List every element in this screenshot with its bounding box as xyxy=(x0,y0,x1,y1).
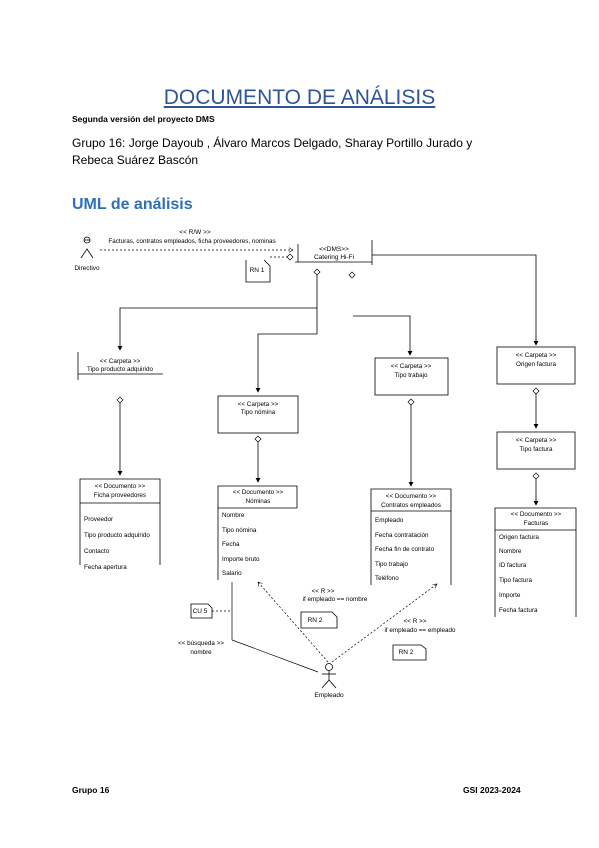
rw-connection: << R/W >> Facturas, contratos empleados,… xyxy=(100,229,293,250)
doc-nominas-attr: Tipo nómina xyxy=(222,527,257,534)
folder-tipo-nomina-stereotype: << Carpeta >> xyxy=(238,401,279,408)
doc-ficha-attr: Contacto xyxy=(84,548,110,555)
folder-tipo-trabajo-stereotype: << Carpeta >> xyxy=(391,363,432,370)
doc-ficha-name: Ficha proveedores xyxy=(94,492,146,499)
doc-facturas: << Documento >> Facturas Origen factura … xyxy=(494,507,577,617)
doc-nominas-attr: Nombre xyxy=(222,512,245,519)
note-rn1: RN 1 xyxy=(245,259,271,283)
authors-line-2: Rebeca Suárez Bascón xyxy=(72,153,199,167)
footer-left: Grupo 16 xyxy=(72,785,110,795)
actor-directivo-label: Directivo xyxy=(74,265,100,272)
folder-tipo-producto-name: Tipo producto adquirido xyxy=(87,366,153,373)
doc-ficha-stereotype: << Documento >> xyxy=(95,483,146,490)
doc-contratos-attr: Empleado xyxy=(375,517,404,524)
dms-system: <<DMS>> Catering Hi-Fi xyxy=(270,240,373,279)
doc-ficha-attr: Tipo producto adquirido xyxy=(84,532,150,539)
doc-facturas-attr: Nombre xyxy=(499,548,522,555)
folder-tipo-factura-stereotype: << Carpeta >> xyxy=(516,437,557,444)
doc-contratos-stereotype: << Documento >> xyxy=(386,493,437,500)
folder-tipo-trabajo-name: Tipo trabajo xyxy=(394,372,428,379)
folder-tipo-factura: << Carpeta >> Tipo factura xyxy=(496,431,576,506)
doc-facturas-attr: Origen factura xyxy=(499,534,539,541)
actor-empleado: Empleado xyxy=(314,663,344,699)
document-title: DOCUMENTO DE ANÁLISIS xyxy=(163,86,436,109)
doc-nominas-attr: Importe bruto xyxy=(222,556,260,563)
note-rn2-right-label: RN 2 xyxy=(399,649,414,656)
doc-contratos-attr: Fecha fin de contrato xyxy=(375,546,435,553)
doc-nominas-attr: Salario xyxy=(222,570,242,577)
dms-stereotype: <<DMS>> xyxy=(319,246,349,253)
doc-facturas-attr: Tipo factura xyxy=(499,577,533,584)
authors: Grupo 16: Jorge Dayoub , Álvaro Marcos D… xyxy=(72,135,522,169)
r-left-condition: if empleado == nombre xyxy=(303,596,368,603)
doc-nominas-stereotype: << Documento >> xyxy=(233,489,284,496)
empleado-connections: << R >> if empleado == nombre << R >> if… xyxy=(178,582,456,673)
footer-right: GSI 2023-2024 xyxy=(463,785,521,795)
folder-tipo-producto-stereotype: << Carpeta >> xyxy=(100,358,141,365)
doc-ficha-attr: Proveedor xyxy=(84,516,113,523)
busqueda-attribute: nombre xyxy=(190,649,212,656)
doc-nominas-attr: Fecha xyxy=(222,541,240,548)
doc-nominas-name: Nóminas xyxy=(246,498,271,505)
doc-nominas: << Documento >> Nóminas Nombre Tipo nómi… xyxy=(217,485,298,580)
folder-tipo-trabajo: << Carpeta >> Tipo trabajo xyxy=(374,357,449,487)
doc-facturas-name: Facturas xyxy=(524,520,549,527)
rw-stereotype: << R/W >> xyxy=(179,229,211,236)
rw-label: Facturas, contratos empleados, ficha pro… xyxy=(108,238,275,245)
note-rn2-left-label: RN 2 xyxy=(308,617,323,624)
folder-tipo-nomina: << Carpeta >> Tipo nómina xyxy=(217,395,299,483)
doc-contratos-attr: Teléfono xyxy=(375,575,399,582)
dms-name: Catering Hi-Fi xyxy=(314,254,354,261)
folder-origen-factura-stereotype: << Carpeta >> xyxy=(516,352,557,359)
doc-contratos-empleados: << Documento >> Contratos empleados Empl… xyxy=(370,488,452,585)
doc-facturas-attr: ID factura xyxy=(499,562,527,569)
doc-ficha-attr: Fecha apertura xyxy=(84,564,127,571)
actor-empleado-label: Empleado xyxy=(314,692,344,699)
actor-directivo: Directivo xyxy=(74,236,100,272)
doc-contratos-attr: Tipo trabajo xyxy=(375,561,409,568)
doc-facturas-stereotype: << Documento >> xyxy=(511,511,562,518)
doc-ficha-proveedores: << Documento >> Ficha proveedores Provee… xyxy=(79,478,161,571)
doc-contratos-attr: Fecha contratación xyxy=(375,532,429,539)
document-subtitle: Segunda versión del proyecto DMS xyxy=(72,114,215,124)
r-right-condition: if empleado == empleado xyxy=(384,627,456,634)
r-left-stereotype: << R >> xyxy=(312,588,335,595)
r-right-stereotype: << R >> xyxy=(404,618,427,625)
folder-tipo-factura-name: Tipo factura xyxy=(519,446,553,453)
doc-contratos-name: Contratos empleados xyxy=(381,502,441,509)
busqueda-stereotype: << búsqueda >> xyxy=(178,640,224,647)
note-rn2-right: RN 2 xyxy=(392,644,427,661)
note-rn1-label: RN 1 xyxy=(250,267,265,274)
note-rn2-left: RN 2 xyxy=(300,611,338,629)
doc-facturas-attr: Fecha factura xyxy=(499,607,538,614)
dms-connections xyxy=(117,254,539,393)
folder-tipo-producto: << Carpeta >> Tipo producto adquirido xyxy=(77,352,163,476)
doc-facturas-attr: Importe xyxy=(499,592,521,599)
dms-link-diamond xyxy=(286,253,294,261)
section-heading: UML de análisis xyxy=(72,196,193,213)
authors-line-1: Grupo 16: Jorge Dayoub , Álvaro Marcos D… xyxy=(72,136,473,150)
note-cu5: CU 5 xyxy=(190,603,230,619)
folder-tipo-nomina-name: Tipo nómina xyxy=(241,409,276,416)
folder-origen-factura: << Carpeta >> Origen factura xyxy=(496,346,576,429)
folder-origen-factura-name: Origen factura xyxy=(516,361,556,368)
note-cu5-label: CU 5 xyxy=(193,608,208,615)
